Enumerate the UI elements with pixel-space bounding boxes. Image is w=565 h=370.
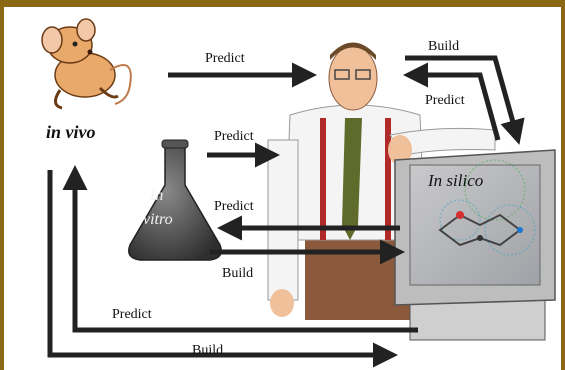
- label-predict-flask: Predict: [214, 199, 254, 214]
- label-predict-mid: Predict: [214, 129, 254, 144]
- arrow-predict-computer-to-mouse: [62, 165, 418, 333]
- scientist-illustration: [267, 42, 496, 320]
- in-silico-label: In silico: [427, 171, 483, 190]
- label-predict-right: Predict: [425, 93, 465, 108]
- arrow-build-mouse-to-computer: [47, 170, 398, 368]
- label-build-top: Build: [428, 39, 459, 54]
- arrow-build-scientist-to-computer: [405, 55, 525, 145]
- in-vitro-label-line2: vitro: [143, 211, 173, 228]
- label-build-bottom: Build: [192, 343, 223, 358]
- label-predict-top: Predict: [205, 51, 245, 66]
- label-build-flask: Build: [222, 266, 253, 281]
- in-vivo-label: in vivo: [46, 122, 96, 142]
- mouse-illustration: [41, 18, 132, 110]
- flask-illustration: [128, 139, 222, 261]
- arrows: [47, 55, 525, 368]
- arrow-predict-computer-to-scientist: [403, 62, 501, 141]
- label-predict-bottom: Predict: [112, 307, 152, 322]
- computer-monitor-illustration: [394, 149, 556, 341]
- in-vitro-label-line1: In: [149, 187, 163, 204]
